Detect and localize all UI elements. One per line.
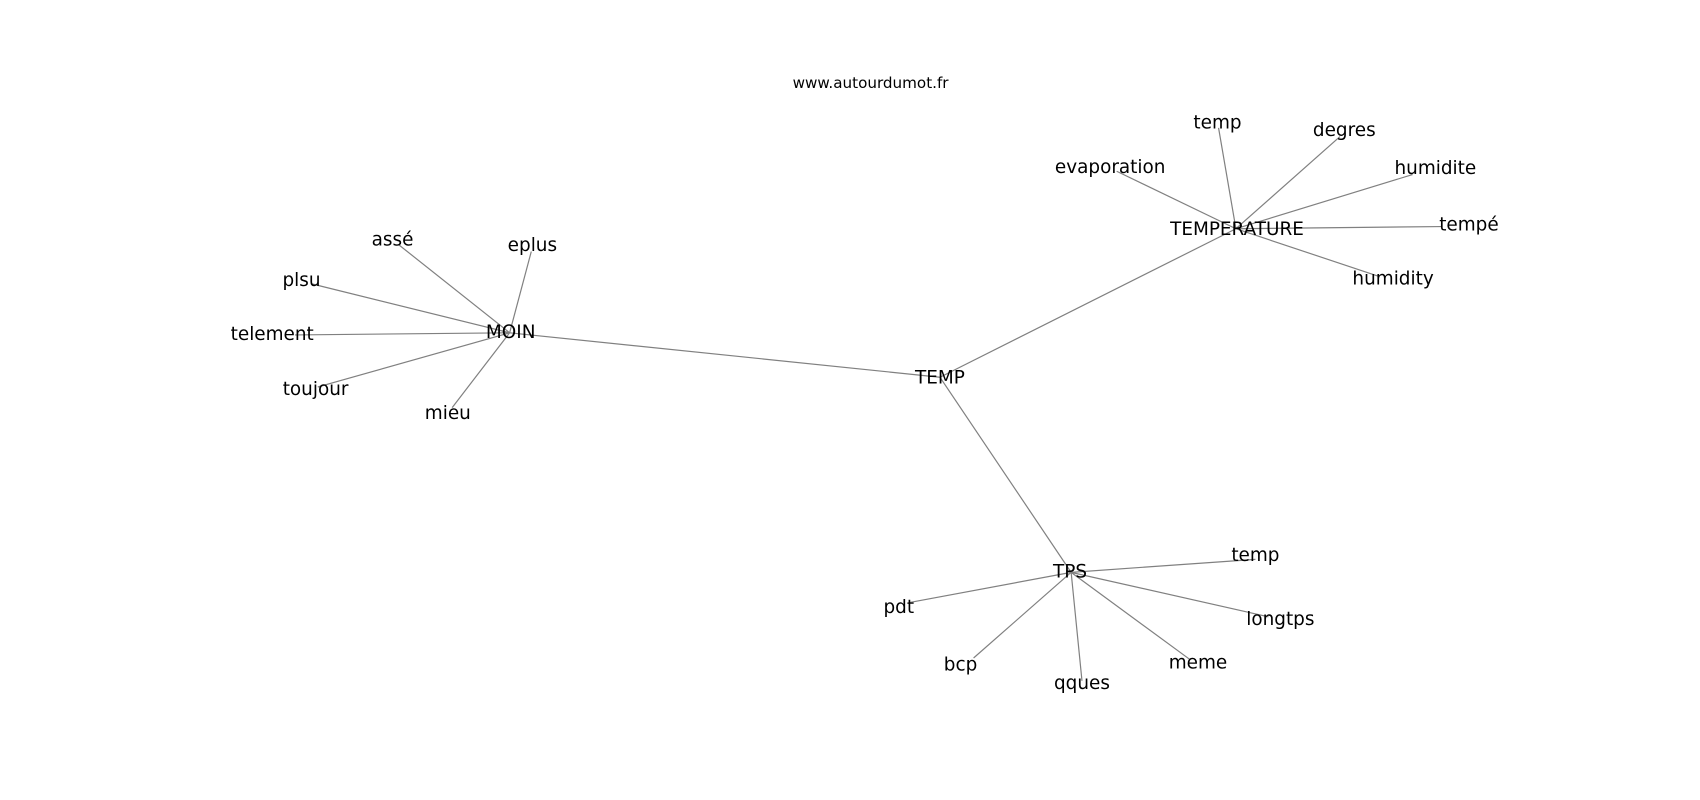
site-title: www.autourdumot.fr bbox=[793, 74, 950, 92]
node-label[interactable]: temp bbox=[1193, 113, 1241, 134]
node-label[interactable]: evaporation bbox=[1055, 157, 1166, 178]
edge-TEMPERATURE-tempé bbox=[1235, 225, 1442, 230]
edge-MOIN-plsu bbox=[312, 283, 510, 334]
node-label[interactable]: humidity bbox=[1352, 269, 1433, 290]
node-label[interactable]: temp bbox=[1231, 545, 1279, 566]
node-label[interactable]: TEMPERATURE bbox=[1169, 219, 1304, 240]
edge-TEMPERATURE-humidite bbox=[1235, 173, 1413, 230]
edge-TPS-pdt bbox=[908, 571, 1072, 604]
node-label[interactable]: pdt bbox=[883, 597, 914, 618]
edge-TEMPERATURE-humidity bbox=[1235, 228, 1380, 277]
node-label[interactable]: telement bbox=[231, 324, 314, 345]
edge-TEMPERATURE-evaporation bbox=[1116, 170, 1237, 230]
edge-TEMP-TEMPERATURE bbox=[939, 228, 1237, 378]
node-label[interactable]: mieu bbox=[425, 403, 471, 424]
node-label[interactable]: plsu bbox=[282, 270, 320, 291]
edge-MOIN-telement bbox=[294, 332, 510, 336]
node-label[interactable]: qques bbox=[1054, 673, 1110, 694]
node-label[interactable]: assé bbox=[372, 230, 414, 251]
node-label[interactable]: meme bbox=[1169, 652, 1228, 673]
edge-TPS-meme bbox=[1070, 571, 1190, 660]
edge-TPS-longtps bbox=[1071, 571, 1269, 618]
node-label[interactable]: toujour bbox=[283, 379, 349, 400]
node-label[interactable]: degres bbox=[1313, 120, 1376, 141]
edge-TEMPERATURE-temp bbox=[1217, 127, 1237, 229]
node-label[interactable]: longtps bbox=[1246, 609, 1314, 630]
edge-MOIN-mieu bbox=[451, 332, 511, 408]
edge-TPS-temp bbox=[1071, 558, 1256, 573]
node-label[interactable]: bcp bbox=[944, 655, 978, 676]
edge-TPS-bcp bbox=[973, 571, 1072, 659]
node-label[interactable]: eplus bbox=[508, 235, 557, 256]
edge-TEMP-MOIN bbox=[509, 332, 941, 378]
nodes: TEMP MOIN TEMPERATURE TPS assé eplus plsu telem… bbox=[231, 113, 1499, 694]
node-label[interactable]: humidite bbox=[1395, 158, 1477, 179]
edges bbox=[294, 127, 1442, 681]
node-label[interactable]: TPS bbox=[1052, 561, 1087, 582]
edge-MOIN-toujour bbox=[317, 332, 510, 388]
edge-TEMPERATURE-degres bbox=[1235, 136, 1341, 230]
node-label[interactable]: tempé bbox=[1439, 214, 1498, 235]
edge-MOIN-assé bbox=[398, 244, 510, 334]
edge-MOIN-eplus bbox=[509, 251, 532, 333]
node-label[interactable]: MOIN bbox=[486, 322, 536, 343]
edge-TEMP-TPS bbox=[939, 376, 1072, 573]
node-label[interactable]: TEMP bbox=[914, 367, 965, 388]
edge-TPS-qques bbox=[1070, 572, 1083, 681]
